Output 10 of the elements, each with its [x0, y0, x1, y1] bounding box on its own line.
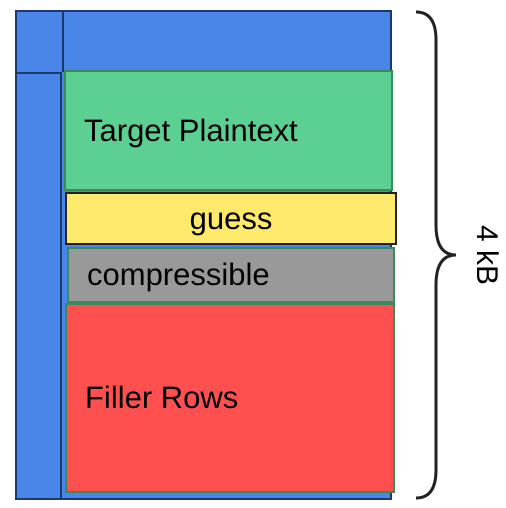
column-bar	[15, 72, 62, 500]
block-label: Target Plaintext	[84, 112, 298, 148]
block-label: guess	[190, 200, 272, 236]
size-label: 4 kB	[469, 224, 503, 286]
compressible-block	[67, 247, 395, 303]
block-label: Filler Rows	[85, 380, 238, 416]
filler-block	[65, 303, 395, 493]
block-label: compressible	[87, 257, 270, 293]
guess-block	[65, 192, 397, 245]
plaintext-block	[64, 70, 393, 191]
